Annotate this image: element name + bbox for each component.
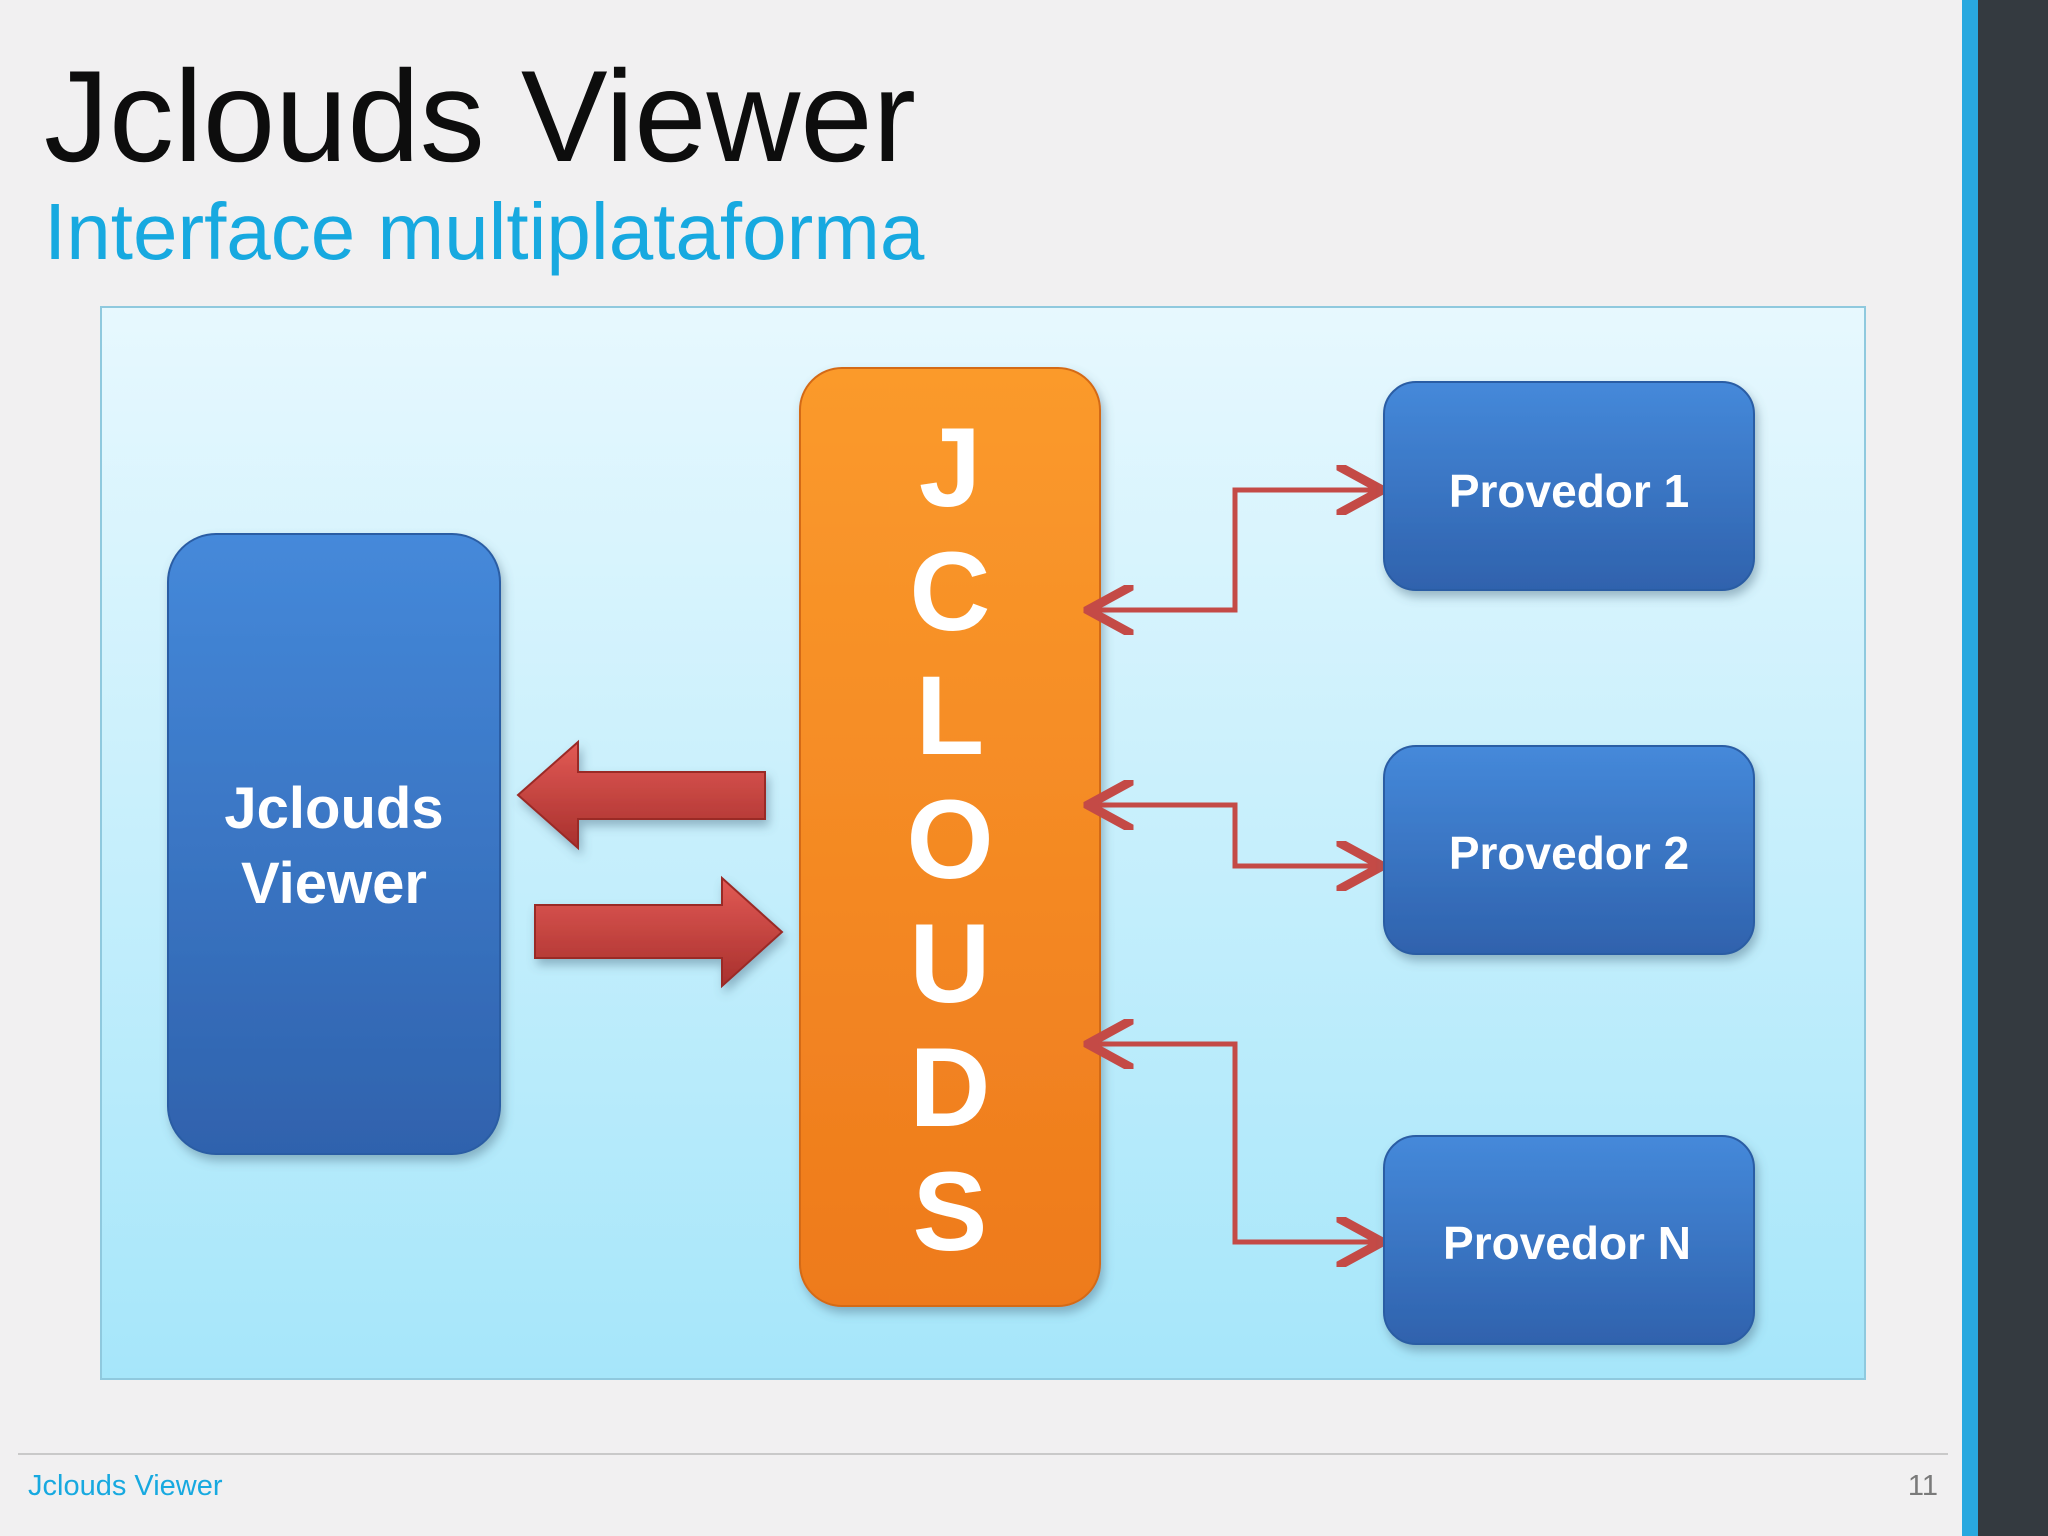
jclouds-letter: L: [916, 653, 984, 778]
footer-label: Jclouds Viewer: [28, 1470, 223, 1502]
viewer-box: [167, 533, 501, 1155]
provider-box-2-label: Provedor 2: [1449, 827, 1689, 879]
sidebar-accent-stripe: [1962, 0, 1978, 1536]
viewer-box-label-line1: Jclouds: [224, 776, 443, 841]
sidebar-dark-panel: [1978, 0, 2048, 1536]
jclouds-letter: U: [910, 901, 991, 1026]
jclouds-letter: S: [913, 1149, 988, 1274]
page-title: Jclouds Viewer: [44, 43, 916, 189]
connector-provider-1: [1092, 490, 1378, 610]
jclouds-letter: J: [919, 405, 981, 530]
page-subtitle: Interface multiplataforma: [44, 187, 925, 276]
viewer-box-label-line2: Viewer: [241, 851, 427, 916]
provider-box-1: [1383, 381, 1755, 591]
footer-divider: [18, 1453, 1948, 1455]
provider-box-2: [1383, 745, 1755, 955]
connector-provider-2: [1092, 805, 1378, 866]
jclouds-letter: D: [910, 1025, 991, 1150]
arrow-to-viewer: [516, 739, 766, 851]
arrow-to-jclouds: [534, 875, 784, 989]
page-number: 11: [1907, 1470, 1938, 1502]
jclouds-letter: O: [906, 777, 993, 902]
provider-box-1-label: Provedor 1: [1449, 465, 1689, 517]
provider-box-n-label: Provedor N: [1443, 1217, 1691, 1269]
connector-provider-n: [1092, 1044, 1378, 1242]
jclouds-letter: C: [910, 529, 991, 654]
provider-box-n: [1383, 1135, 1755, 1345]
